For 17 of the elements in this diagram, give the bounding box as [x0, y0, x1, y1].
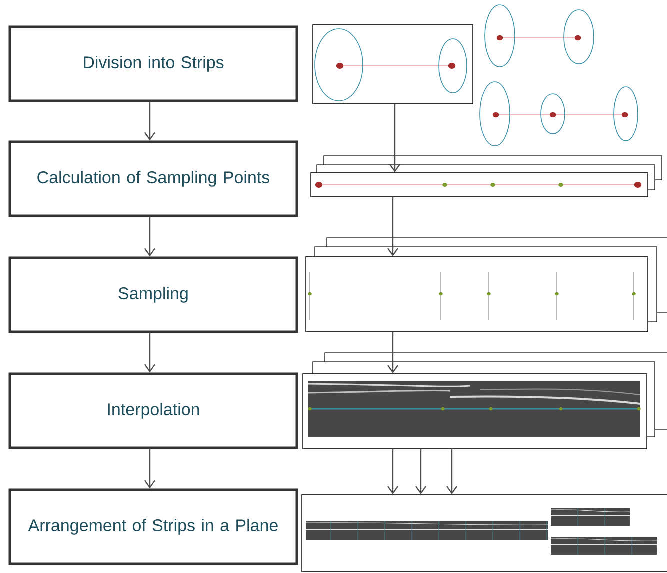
arrow: [144, 449, 156, 489]
arrow: [388, 197, 398, 257]
step-box: Arrangement of Strips in a Plane: [8, 488, 298, 566]
step-box: Interpolation: [8, 372, 298, 450]
arrow: [416, 449, 426, 495]
arrow: [390, 104, 400, 173]
arrow: [144, 217, 156, 257]
sampling-panel: [306, 256, 648, 332]
arrow: [388, 449, 398, 495]
arrow: [144, 333, 156, 373]
step-box: Sampling: [8, 256, 298, 334]
step-box: Calculation of Sampling Points: [8, 140, 298, 218]
arrow: [144, 102, 156, 141]
sampling-points-panel: [310, 172, 648, 198]
step-box: Division into Strips: [8, 26, 298, 102]
arrow: [446, 449, 458, 495]
arrow: [388, 332, 398, 374]
